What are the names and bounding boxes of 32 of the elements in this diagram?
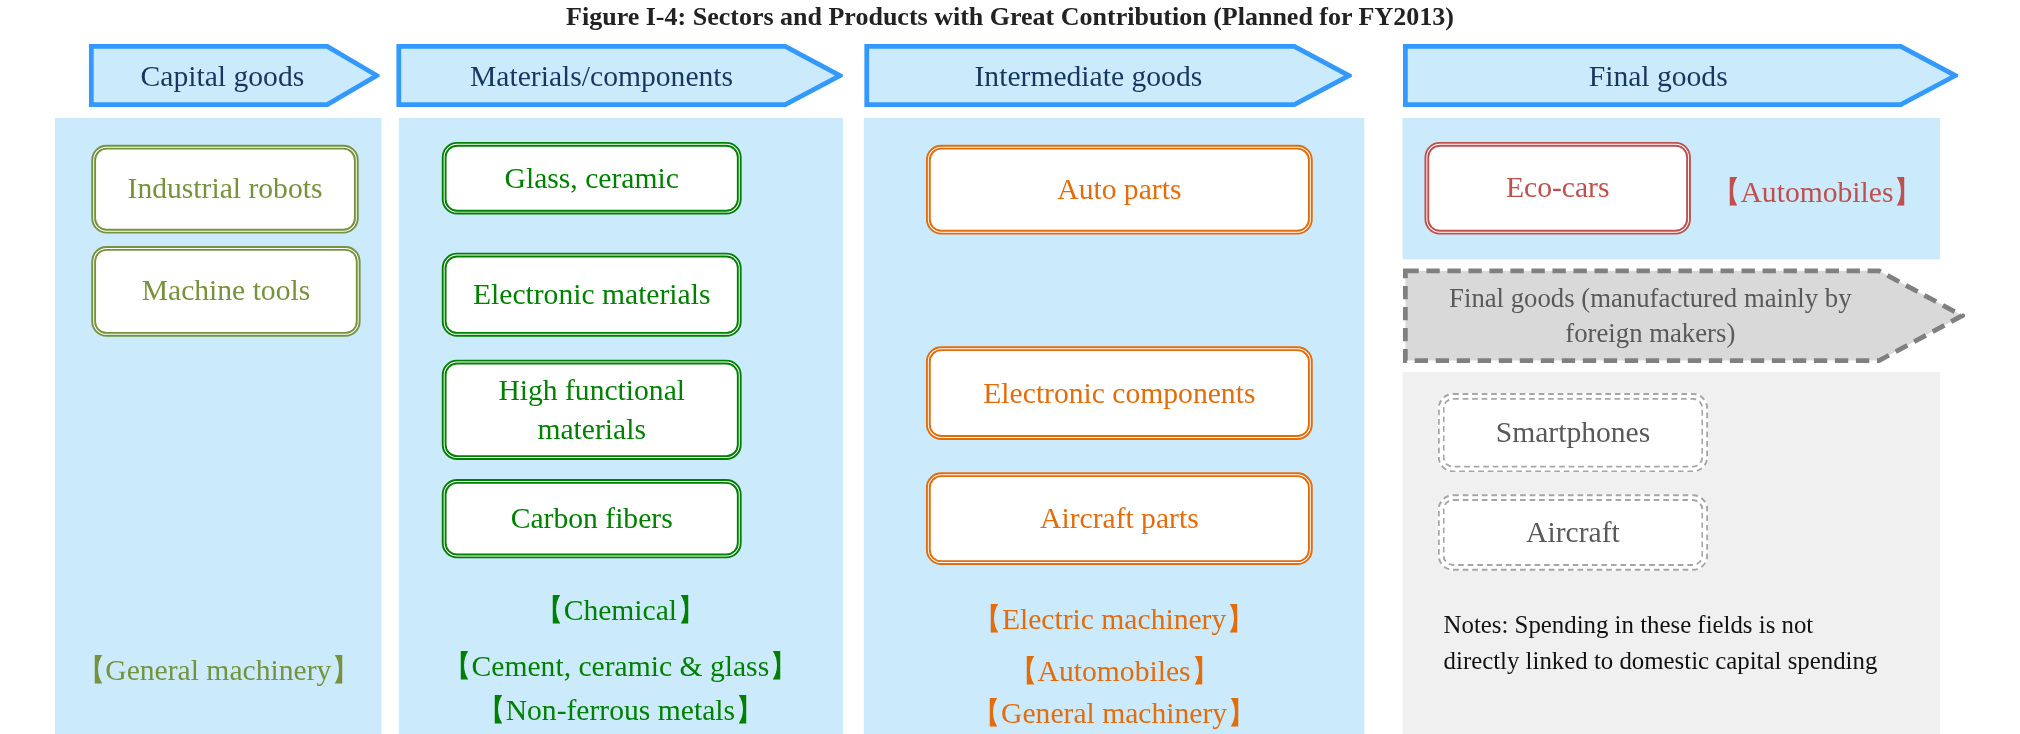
category-label: 【General machinery】 bbox=[971, 694, 1257, 732]
figure-title: Figure I-4: Sectors and Products with Great Contribution (Planned for FY2013) bbox=[565, 2, 1455, 32]
column-panel bbox=[1402, 372, 1941, 734]
sector-arrow-banner: Materials/components bbox=[395, 43, 843, 108]
product-box: High functional materials bbox=[441, 359, 742, 460]
category-label: 【Non-ferrous metals】 bbox=[476, 691, 765, 729]
note-text: Notes: Spending in these fields is not directly linked to domestic capital spending bbox=[1443, 609, 1879, 677]
category-label: 【Chemical】 bbox=[534, 592, 707, 630]
category-label: 【Automobiles】 bbox=[1008, 653, 1221, 691]
product-box: Electronic materials bbox=[441, 252, 742, 337]
sector-arrow-banner: Final goods bbox=[1402, 43, 1959, 108]
product-box: Carbon fibers bbox=[441, 479, 742, 559]
product-box: Industrial robots bbox=[91, 144, 359, 234]
column-panel bbox=[55, 118, 382, 734]
product-box: Eco-cars bbox=[1424, 141, 1691, 235]
sector-arrow-banner: Capital goods bbox=[88, 43, 380, 108]
product-box: Aircraft bbox=[1437, 494, 1709, 571]
product-box: Glass, ceramic bbox=[441, 141, 742, 215]
product-box: Electronic components bbox=[925, 346, 1313, 440]
product-box: Auto parts bbox=[925, 144, 1313, 235]
dashed-arrow-banner: Final goods (manufactured mainly by foreign makers) bbox=[1402, 267, 1965, 364]
sector-arrow-banner: Intermediate goods bbox=[863, 43, 1352, 108]
product-box: Machine tools bbox=[91, 246, 361, 337]
column-panel bbox=[398, 118, 843, 734]
product-box: Smartphones bbox=[1437, 393, 1709, 473]
category-label: 【Electric machinery】 bbox=[972, 601, 1256, 638]
category-label: 【General machinery】 bbox=[75, 651, 361, 689]
category-label: 【Cement, ceramic & glass】 bbox=[441, 648, 799, 685]
column-panel bbox=[1402, 118, 1941, 260]
product-box: Aircraft parts bbox=[925, 472, 1313, 565]
column-panel bbox=[863, 118, 1365, 734]
category-label: 【Automobiles】 bbox=[1710, 174, 1924, 211]
